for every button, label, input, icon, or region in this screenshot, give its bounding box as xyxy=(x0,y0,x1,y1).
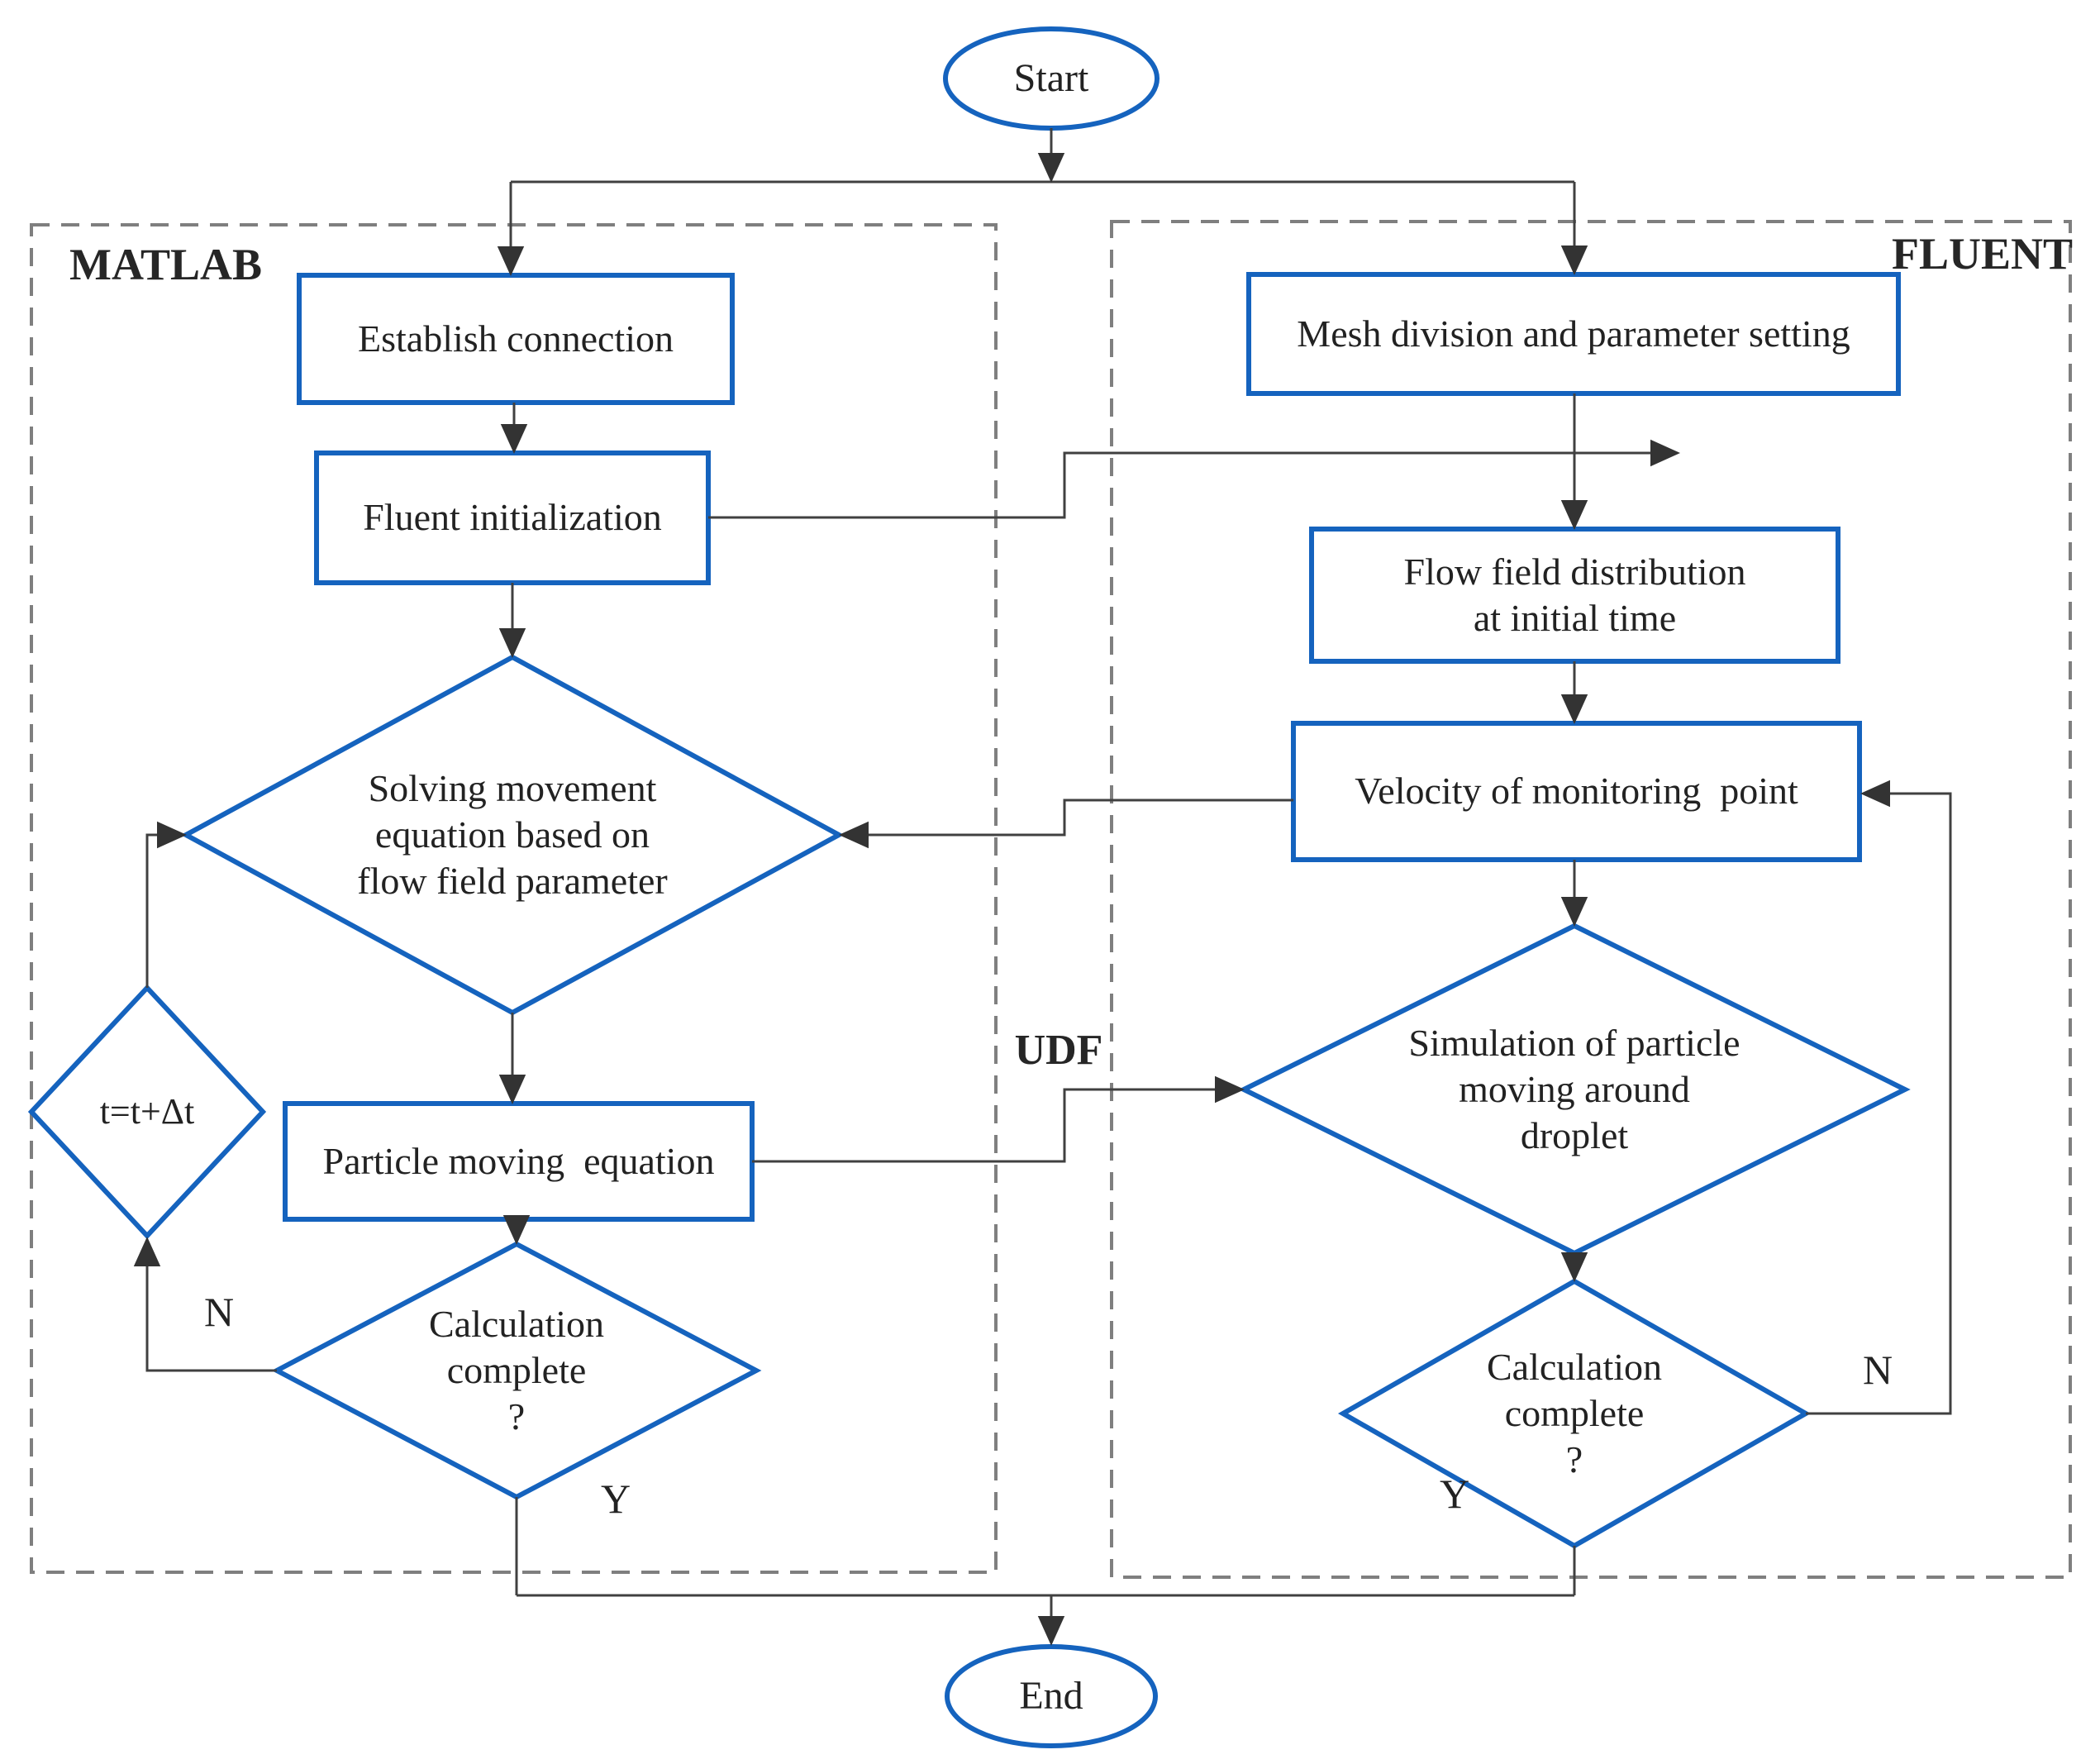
flow-field-box xyxy=(1309,527,1840,664)
connector-velocity-to-solving xyxy=(839,799,1293,849)
particle-moving-box xyxy=(283,1101,755,1222)
velocity-monitoring-box xyxy=(1291,721,1862,862)
matlab-region-frame xyxy=(30,223,998,1574)
solving-equation-diamond xyxy=(180,654,845,1016)
establish-connection-box xyxy=(297,273,735,405)
matlab-calculation-complete-diamond xyxy=(271,1241,762,1500)
start-terminal-shape xyxy=(943,26,1160,131)
connector-calc-no-to-velocity xyxy=(1806,779,1952,1415)
particle-simulation-diamond xyxy=(1238,923,1911,1256)
fluent-region-frame xyxy=(1110,220,2072,1579)
connector-particle-udf-simulation xyxy=(752,1075,1245,1163)
connector-calc-no-to-timestep xyxy=(133,1237,277,1372)
connector-fluentinit-to-fluent-column xyxy=(708,439,1680,519)
fluent-calculation-complete-diamond xyxy=(1337,1278,1812,1549)
time-increment-diamond xyxy=(27,984,267,1240)
mesh-division-box xyxy=(1246,272,1901,396)
connector-timestep-to-solving xyxy=(145,821,187,988)
fluent-initialization-box xyxy=(314,451,711,585)
end-terminal-shape xyxy=(945,1644,1158,1748)
